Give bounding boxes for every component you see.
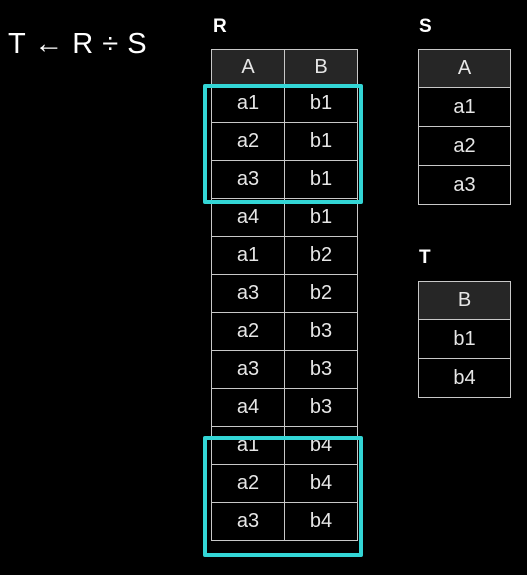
cell-a: a2 (211, 122, 285, 161)
cell-a: a2 (418, 126, 511, 166)
cell-b: b3 (284, 312, 358, 351)
cell-b: b1 (284, 160, 358, 199)
cell-a: a3 (418, 165, 511, 205)
cell-a: a3 (211, 274, 285, 313)
relation-t-label: T (419, 247, 431, 268)
cell-b: b4 (284, 426, 358, 465)
cell-a: a1 (211, 236, 285, 275)
column-header-a: A (211, 49, 285, 85)
cell-b: b3 (284, 388, 358, 427)
cell-b: b4 (284, 464, 358, 503)
table-row: a3 (418, 165, 511, 205)
cell-a: a3 (211, 502, 285, 541)
column-header-b: B (418, 281, 511, 320)
cell-a: a4 (211, 198, 285, 237)
cell-b: b1 (284, 198, 358, 237)
table-row: a1 (418, 87, 511, 127)
cell-b: b1 (418, 319, 511, 359)
relation-r-label: R (213, 16, 227, 37)
table-header-row: A B (211, 49, 358, 85)
cell-a: a2 (211, 312, 285, 351)
cell-a: a3 (211, 160, 285, 199)
relation-s-label: S (419, 16, 432, 37)
table-row: b1 (418, 319, 511, 359)
relation-s-table: A a1 a2 a3 (418, 49, 511, 205)
cell-b: b4 (284, 502, 358, 541)
cell-b: b4 (418, 358, 511, 398)
cell-a: a1 (211, 426, 285, 465)
cell-a: a1 (211, 84, 285, 123)
column-header-a: A (418, 49, 511, 88)
table-row: b4 (418, 358, 511, 398)
cell-b: b1 (284, 84, 358, 123)
table-header-row: A (418, 49, 511, 88)
column-header-b: B (284, 49, 358, 85)
cell-a: a3 (211, 350, 285, 389)
table-row: a2 (418, 126, 511, 166)
relation-t-table: B b1 b4 (418, 281, 511, 398)
cell-b: b2 (284, 236, 358, 275)
division-formula: T ← R ÷ S (8, 28, 148, 60)
table-header-row: B (418, 281, 511, 320)
cell-a: a2 (211, 464, 285, 503)
cell-a: a4 (211, 388, 285, 427)
cell-b: b1 (284, 122, 358, 161)
cell-a: a1 (418, 87, 511, 127)
cell-b: b2 (284, 274, 358, 313)
cell-b: b3 (284, 350, 358, 389)
